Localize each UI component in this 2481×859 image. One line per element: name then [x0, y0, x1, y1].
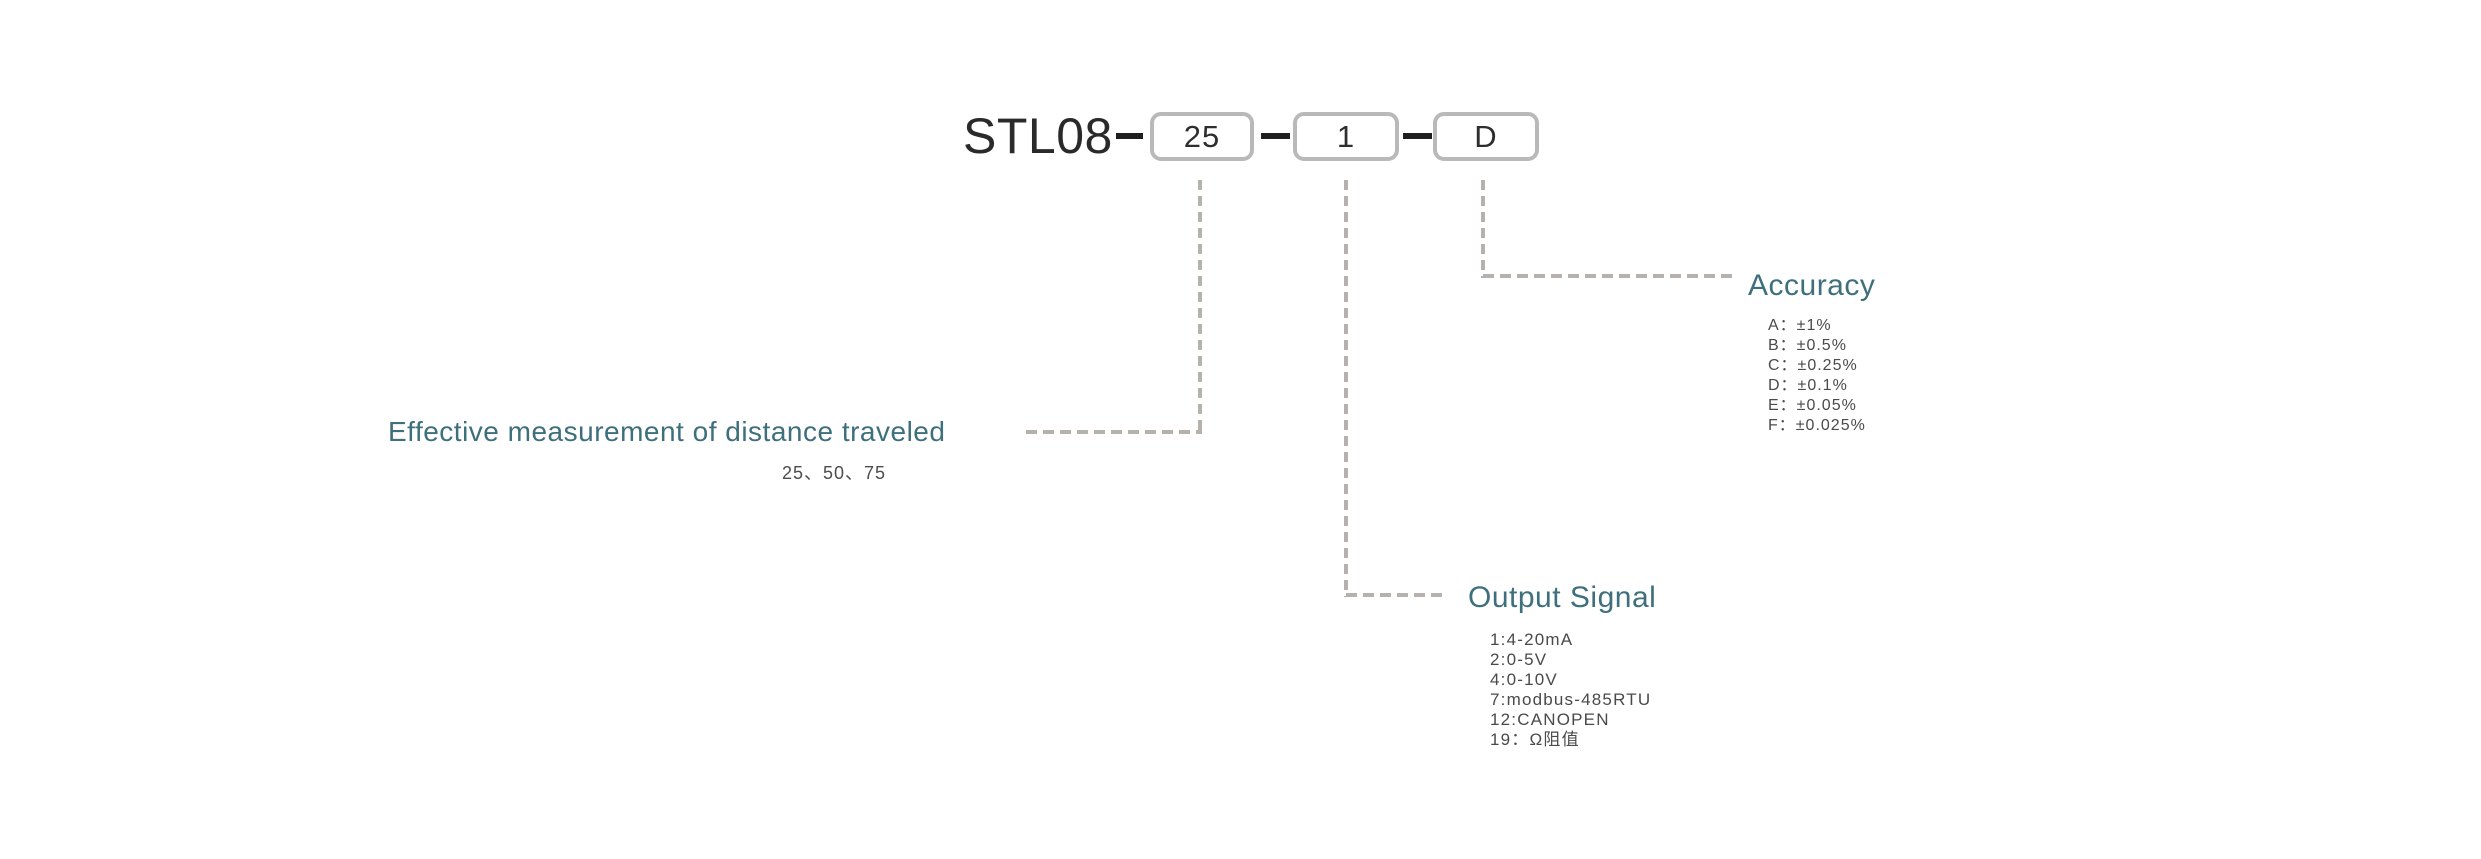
output-signal-title: Output Signal [1468, 581, 1657, 614]
segment-box-travel: 25 [1150, 112, 1254, 161]
connector-accuracy-horizontal [1483, 274, 1734, 278]
accuracy-item: C：±0.25% [1768, 357, 1858, 374]
segment-code-travel: 25 [1183, 118, 1221, 154]
output-signal-item: 7:modbus-485RTU [1490, 690, 1652, 709]
output-signal-item: 2:0-5V [1490, 650, 1548, 669]
accuracy-item: B：±0.5% [1768, 337, 1847, 354]
segment-code-output-signal: 1 [1336, 118, 1356, 154]
segment-code-accuracy: D [1474, 118, 1498, 154]
output-signal-item: 19：Ω阻值 [1490, 730, 1580, 749]
accuracy-title: Accuracy [1748, 269, 1876, 302]
output-signal-list: 1:4-20mA 2:0-5V 4:0-10V 7:modbus-485RTU … [1490, 630, 1651, 750]
connector-travel-horizontal [1026, 430, 1202, 434]
connector-output-signal-vertical [1344, 180, 1348, 597]
joiner-dash-3 [1403, 133, 1432, 139]
accuracy-item: E：±0.05% [1768, 397, 1857, 414]
accuracy-item: A：±1% [1768, 317, 1832, 334]
accuracy-item: D：±0.1% [1768, 377, 1848, 394]
segment-box-accuracy: D [1433, 112, 1539, 161]
joiner-dash-2 [1261, 133, 1290, 139]
output-signal-item: 4:0-10V [1490, 670, 1558, 689]
accuracy-item: F：±0.025% [1768, 417, 1866, 434]
travel-section-values: 25、50、75 [782, 463, 887, 483]
output-signal-item: 1:4-20mA [1490, 630, 1574, 649]
segment-box-output-signal: 1 [1293, 112, 1399, 161]
joiner-dash-1 [1116, 133, 1143, 139]
connector-accuracy-vertical [1481, 180, 1485, 278]
travel-section-title: Effective measurement of distance travel… [388, 416, 946, 447]
connector-travel-vertical [1198, 180, 1202, 434]
output-signal-item: 12:CANOPEN [1490, 710, 1610, 729]
model-prefix-text: STL08 [963, 108, 1113, 164]
accuracy-list: A：±1% B：±0.5% C：±0.25% D：±0.1% E：±0.05% … [1768, 316, 1866, 436]
connector-output-signal-horizontal [1346, 593, 1446, 597]
